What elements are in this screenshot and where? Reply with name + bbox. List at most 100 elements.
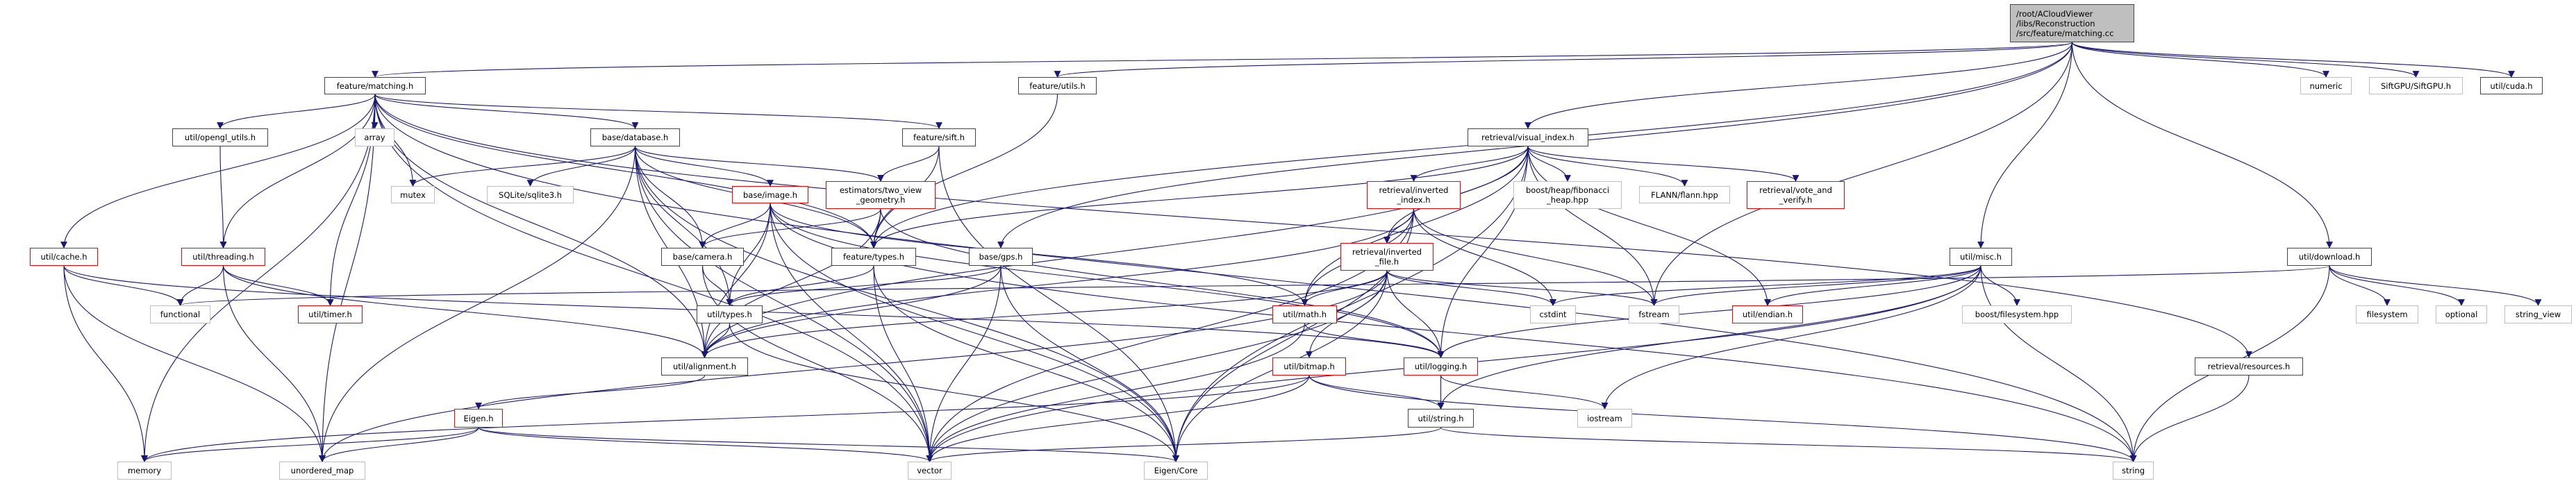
edge-image-to-logging [770,203,1445,358]
node-label: numeric [2309,81,2343,91]
edge-main-to-numeric [2071,42,2329,78]
edge-sift-to-eigen_core [938,146,1179,462]
node-label: retrieval/vote_and _verify.h [1759,185,1832,205]
edge-inverted_file-to-fstream [1386,270,1658,306]
node-image[interactable]: base/image.h [732,186,808,203]
node-threading[interactable]: util/threading.h [181,248,265,266]
node-database[interactable]: base/database.h [590,128,680,146]
node-label: boost/filesystem.hpp [1975,310,2059,319]
node-filesystem[interactable]: filesystem [2356,305,2418,323]
node-vote-verify[interactable]: retrieval/vote_and _verify.h [1747,181,1845,209]
edge-main-to-matching [372,42,2073,78]
node-fstream[interactable]: fstream [1629,305,1679,323]
edge-misc-to-iostream [1601,265,1981,410]
edge-matching-to-sift [374,94,942,129]
node-alignment[interactable]: util/alignment.h [661,357,748,375]
node-matching[interactable]: feature/matching.h [324,77,426,94]
node-unordered-map[interactable]: unordered_map [279,462,365,480]
node-endian[interactable]: util/endian.h [1732,305,1803,323]
node-eigen-core[interactable]: Eigen/Core [1144,462,1208,480]
node-feature-types[interactable]: feature/types.h [831,248,916,266]
edge-bitmap-to-string_h [1308,375,1445,410]
edge-threading-to-alignment [222,265,708,358]
node-numeric[interactable]: numeric [2300,77,2352,94]
edge-visual_index-to-math [1301,146,1529,306]
node-functional[interactable]: functional [150,305,210,323]
node-vector[interactable]: vector [908,462,952,480]
node-label: estimators/two_view _geometry.h [839,185,922,205]
node-gps[interactable]: base/gps.h [969,248,1033,266]
node-utils[interactable]: feature/utils.h [1018,77,1097,94]
node-resources[interactable]: retrieval/resources.h [2195,357,2303,375]
edge-database-to-util_types [634,146,733,306]
edge-sift-to-two_view [877,146,940,182]
node-util-types[interactable]: util/types.h [697,305,763,323]
edge-opengl-to-threading [219,146,227,248]
node-string[interactable]: string [2113,462,2154,480]
node-label: base/database.h [601,133,669,142]
node-string-h[interactable]: util/string.h [1408,409,1474,428]
edge-database-to-camera [634,146,706,248]
edge-main-to-utils [1054,42,2073,78]
edge-visual_index-to-vote_verify [1527,146,1800,182]
node-label: retrieval/inverted _file.h [1352,247,1422,267]
node-opengl[interactable]: util/opengl_utils.h [172,128,268,146]
node-camera[interactable]: base/camera.h [661,248,744,266]
edge-main-to-visual_index [1524,42,2073,129]
edge-string_h-to-string [1440,427,2137,462]
node-cstdint[interactable]: cstdint [1530,305,1576,323]
node-logging[interactable]: util/logging.h [1404,357,1478,375]
node-eigen-h[interactable]: Eigen.h [454,409,503,428]
node-label: memory [127,466,162,475]
node-inverted-file[interactable]: retrieval/inverted _file.h [1340,243,1434,271]
edge-inverted_index-to-alignment [701,208,1415,358]
edge-gps-to-alignment [701,265,1002,358]
node-two-view[interactable]: estimators/two_view _geometry.h [826,181,936,209]
node-optional[interactable]: optional [2436,305,2487,323]
node-siftgpu[interactable]: SiftGPU/SiftGPU.h [2369,77,2463,94]
edge-gps-to-vector [926,265,1002,462]
edge-database-to-mutex [409,146,636,187]
node-label: optional [2445,310,2478,319]
node-string-view[interactable]: string_view [2504,305,2572,323]
node-timer[interactable]: util/timer.h [298,305,363,323]
node-math[interactable]: util/math.h [1272,305,1337,323]
edge-matching-to-vector [374,94,933,462]
edge-cache-to-functional [63,265,184,306]
node-main[interactable]: /root/ACloudViewer /libs/Reconstruction … [2010,4,2134,42]
node-bitmap[interactable]: util/bitmap.h [1272,357,1346,375]
node-label: util/logging.h [1414,362,1468,371]
node-memory[interactable]: memory [117,462,172,480]
node-cuda[interactable]: util/cuda.h [2480,77,2543,94]
node-misc[interactable]: util/misc.h [1950,248,2012,266]
node-visual-index[interactable]: retrieval/visual_index.h [1468,128,1588,146]
node-label: base/gps.h [979,252,1023,262]
node-label: Eigen.h [463,413,494,423]
node-iostream[interactable]: iostream [1577,409,1632,428]
edge-misc-to-logging [1437,265,1981,358]
edge-main-to-fstream [1650,42,2073,306]
node-download[interactable]: util/download.h [2287,248,2372,266]
node-cache[interactable]: util/cache.h [30,248,98,266]
node-label: retrieval/inverted _index.h [1379,185,1449,205]
edge-bitmap-to-memory [141,375,1310,462]
node-label: util/types.h [707,310,752,319]
node-mutex[interactable]: mutex [391,186,435,203]
edge-download-to-functional [177,265,2330,306]
edge-matching-to-database [374,94,639,129]
node-sift[interactable]: feature/sift.h [902,128,976,146]
node-fibonacci[interactable]: boost/heap/fibonacci _heap.hpp [1513,181,1622,209]
node-label: util/cache.h [40,252,88,262]
edge-inverted_file-to-alignment [701,270,1388,358]
node-sqlite[interactable]: SQLite/sqlite3.h [487,186,574,203]
node-label: util/bitmap.h [1283,362,1335,371]
edge-database-to-image [634,146,774,187]
edge-matching-to-resources [374,94,2252,358]
node-inverted-index[interactable]: retrieval/inverted _index.h [1367,181,1461,209]
node-label: SiftGPU/SiftGPU.h [2380,81,2452,91]
node-boost-fs[interactable]: boost/filesystem.hpp [1962,305,2072,323]
edge-feature_types-to-eigen_core [873,265,1179,462]
node-flann[interactable]: FLANN/flann.hpp [1639,186,1730,203]
node-array[interactable]: array [355,128,394,146]
